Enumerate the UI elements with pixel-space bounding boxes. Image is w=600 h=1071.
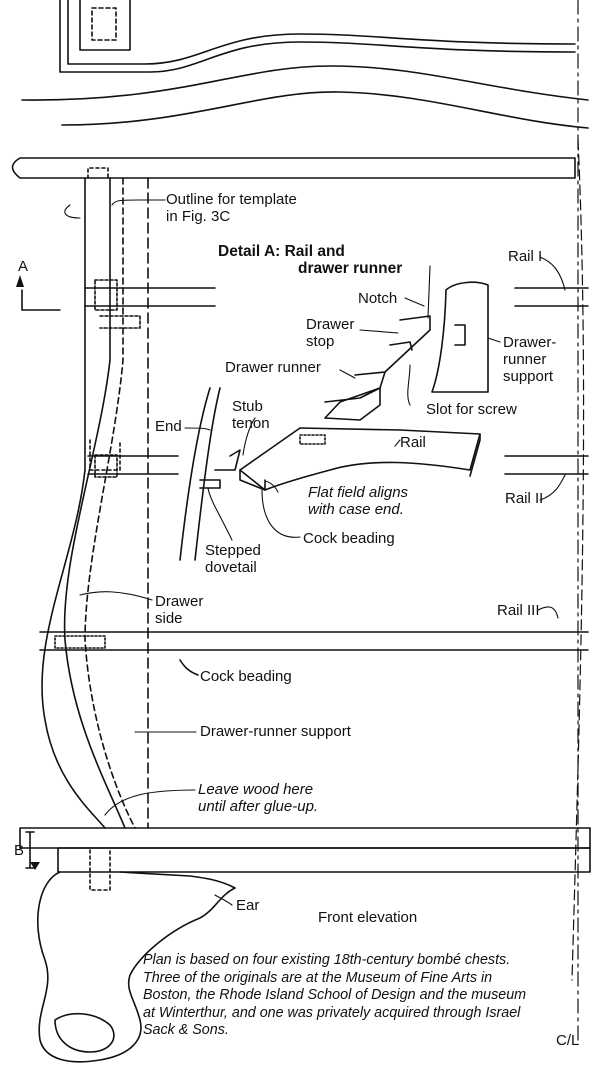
label-line: Leave wood here [198, 781, 314, 798]
label-line: runner [503, 351, 547, 368]
section-marker-b: B [14, 842, 25, 859]
label-line: side [155, 610, 183, 627]
label-line: in Fig. 3C [166, 208, 231, 225]
label-line: Drawer [306, 316, 355, 333]
detail-a-drawing [179, 281, 489, 561]
label-line: support [503, 368, 554, 385]
label-cock-beading-detail: Cock beading [303, 530, 395, 547]
label-line: Drawer- [503, 334, 557, 351]
label-slot-for-screw: Slot for screw [426, 401, 517, 418]
label-line: Stub [232, 398, 263, 415]
section-marker-a: A [18, 258, 29, 275]
label-centerline: C/L [556, 1032, 580, 1049]
label-leave-wood: Leave wood here until after glue-up. [198, 781, 318, 815]
label-drawer-runner: Drawer runner [225, 359, 321, 376]
label-rail-2: Rail II [505, 490, 544, 507]
label-line: Outline for template [166, 191, 297, 208]
label-ear: Ear [236, 897, 260, 914]
label-cock-beading: Cock beading [200, 668, 292, 685]
label-line: Detail A: Rail and [218, 243, 345, 260]
label-line: dovetail [205, 559, 257, 576]
rails [39, 279, 589, 676]
top-molding [11, 0, 589, 179]
label-line: with case end. [308, 501, 404, 518]
label-flat-field: Flat field aligns with case end. [308, 484, 408, 518]
leader-lines [64, 199, 566, 906]
label-rail: Rail [400, 434, 426, 451]
case-end [41, 167, 149, 829]
label-notch: Notch [358, 290, 398, 307]
figure-caption: Plan is based on four existing 18th-cent… [143, 952, 527, 1038]
label-outline-template: Outline for template in Fig. 3C [166, 191, 297, 225]
label-drawer-stop: Drawer stop [306, 316, 354, 350]
label-drawer-side: Drawer side [155, 593, 203, 627]
label-rail-3: Rail III [497, 602, 540, 619]
label-line: drawer runner [298, 260, 403, 277]
label-stepped-dovetail: Stepped dovetail [205, 542, 261, 576]
detail-title: Detail A: Rail and drawer runner [218, 243, 402, 277]
label-line: stop [306, 333, 335, 350]
label-line: until after glue-up. [198, 798, 319, 815]
label-line: tenon [232, 415, 270, 432]
label-rail-1: Rail I [508, 248, 543, 265]
label-line: Drawer [155, 593, 204, 610]
label-stub-tenon: Stub tenon [232, 398, 270, 432]
label-line: Flat field aligns [308, 484, 409, 501]
label-end: End [155, 418, 182, 435]
label-drawer-runner-support-main: Drawer-runner support [200, 723, 351, 740]
label-front-elevation: Front elevation [318, 909, 418, 926]
label-drawer-runner-support: Drawer- runner support [503, 334, 556, 385]
label-line: Stepped [205, 542, 261, 559]
